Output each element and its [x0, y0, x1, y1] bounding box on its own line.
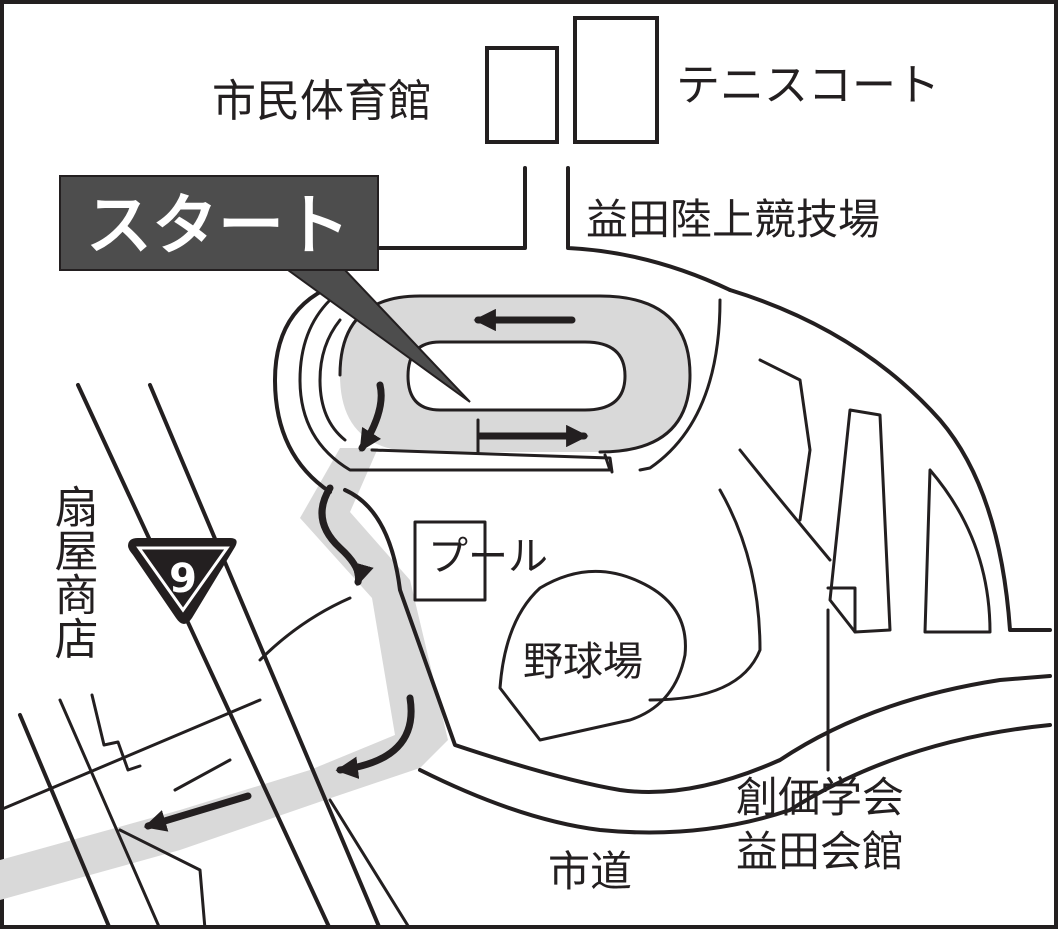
route-highlight [0, 296, 690, 900]
pool-label: プール [428, 534, 548, 580]
start-label: スタート [86, 187, 350, 264]
gym-label: 市民体育館 [212, 76, 432, 127]
route-9-shield: 9 [128, 538, 237, 624]
gym-building [485, 46, 559, 144]
baseball-label: 野球場 [523, 639, 643, 685]
arrow-curve-west [335, 694, 415, 779]
hall-label-line1: 創価学会 [736, 773, 904, 822]
start-box [59, 175, 379, 271]
track-highlight [340, 296, 690, 452]
tennis-court [573, 16, 659, 144]
route-highlight-south [0, 448, 448, 900]
shop-label: 扇屋商店 [47, 484, 98, 660]
arrow-exit [358, 381, 385, 452]
road-lines [0, 166, 1052, 929]
tennis-label: テニスコート [676, 60, 940, 111]
city-road-label: 市道 [548, 847, 632, 896]
route-arrows [143, 308, 589, 832]
hall-label-line2: 益田会館 [736, 827, 904, 876]
arrow-south [318, 484, 374, 587]
stadium-label: 益田陸上競技場 [586, 195, 880, 244]
route-number: 9 [169, 556, 197, 602]
arrow-west [143, 792, 252, 832]
